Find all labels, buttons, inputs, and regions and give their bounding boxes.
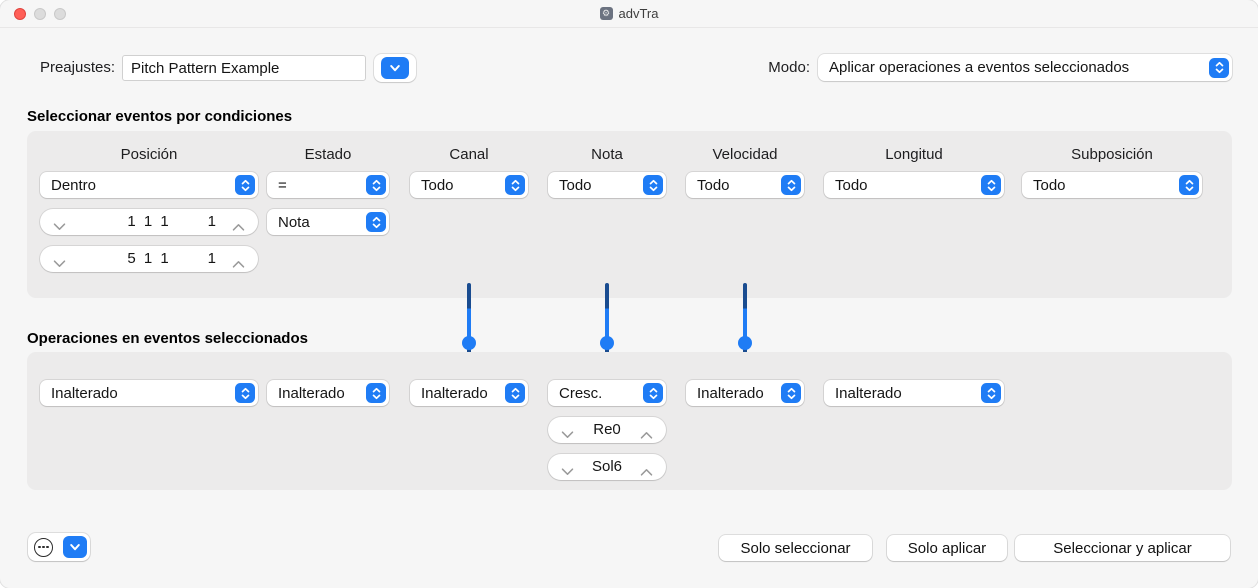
position-from-subvalue: 1 <box>207 213 216 230</box>
popup-chevrons-icon <box>366 212 386 232</box>
channel-condition-popup[interactable]: Todo <box>410 172 528 198</box>
status-operation-popup[interactable]: Inalterado <box>267 380 389 406</box>
velocity-connector-line <box>743 283 747 371</box>
column-header-velocity: Velocidad <box>712 146 778 163</box>
note-to-value: Sol6 <box>591 458 623 475</box>
popup-chevrons-icon <box>1209 57 1229 78</box>
close-button[interactable] <box>14 8 26 20</box>
position-condition-popup[interactable]: Dentro <box>40 172 258 198</box>
popup-chevrons-icon <box>643 383 663 403</box>
position-to-value: 5 1 1 <box>127 250 171 267</box>
select-and-apply-button[interactable]: Seleccionar y aplicar <box>1015 535 1230 561</box>
increment-icon[interactable] <box>232 218 245 236</box>
decrement-icon[interactable] <box>53 218 66 236</box>
popup-chevrons-icon <box>366 383 386 403</box>
select-only-button[interactable]: Solo seleccionar <box>719 535 872 561</box>
column-header-length: Longitud <box>885 146 943 163</box>
ellipsis-circle-icon <box>34 537 53 557</box>
popup-chevrons-icon <box>781 383 801 403</box>
popup-value: Todo <box>1033 176 1066 194</box>
popup-chevrons-icon <box>505 175 525 195</box>
note-operation-popup[interactable]: Cresc. <box>548 380 666 406</box>
popup-value: Inalterado <box>278 384 345 402</box>
popup-value: Cresc. <box>559 384 603 402</box>
popup-value: Todo <box>559 176 592 194</box>
channel-operation-popup[interactable]: Inalterado <box>410 380 528 406</box>
note-to-stepper[interactable]: Sol6 <box>548 454 666 480</box>
status-type-popup[interactable]: Nota <box>267 209 389 235</box>
increment-icon[interactable] <box>232 255 245 273</box>
decrement-icon[interactable] <box>561 463 574 481</box>
chevron-down-icon[interactable] <box>63 536 87 558</box>
channel-connector-dot <box>462 336 476 350</box>
length-operation-popup[interactable]: Inalterado <box>824 380 1004 406</box>
presets-menu-button[interactable] <box>374 54 416 82</box>
position-operation-popup[interactable]: Inalterado <box>40 380 258 406</box>
note-from-stepper[interactable]: Re0 <box>548 417 666 443</box>
velocity-condition-popup[interactable]: Todo <box>686 172 804 198</box>
position-from-stepper[interactable]: 1 1 1 1 <box>40 209 258 235</box>
note-from-value: Re0 <box>593 421 621 438</box>
popup-value: Inalterado <box>51 384 118 402</box>
minimize-button <box>34 8 46 20</box>
title-bar: ⚙ advTra <box>0 0 1258 28</box>
mode-popup-value: Aplicar operaciones a eventos selecciona… <box>829 59 1130 76</box>
operations-heading: Operaciones en eventos seleccionados <box>27 330 308 347</box>
popup-value: Inalterado <box>697 384 764 402</box>
column-header-channel: Canal <box>449 146 489 163</box>
window-title: advTra <box>618 6 659 21</box>
title-area: ⚙ advTra <box>0 0 1258 27</box>
popup-value: = <box>278 176 287 194</box>
popup-chevrons-icon <box>981 175 1001 195</box>
mode-popup[interactable]: Aplicar operaciones a eventos selecciona… <box>818 54 1232 81</box>
popup-value: Todo <box>697 176 730 194</box>
popup-chevrons-icon <box>505 383 525 403</box>
velocity-operation-popup[interactable]: Inalterado <box>686 380 804 406</box>
chevron-down-icon <box>381 57 409 79</box>
popup-chevrons-icon <box>366 175 386 195</box>
column-header-note: Nota <box>591 146 623 163</box>
popup-chevrons-icon <box>781 175 801 195</box>
increment-icon[interactable] <box>640 426 653 444</box>
popup-value: Inalterado <box>835 384 902 402</box>
popup-value: Todo <box>421 176 454 194</box>
position-to-stepper[interactable]: 5 1 1 1 <box>40 246 258 272</box>
zoom-button <box>54 8 66 20</box>
length-condition-popup[interactable]: Todo <box>824 172 1004 198</box>
popup-chevrons-icon <box>1179 175 1199 195</box>
popup-chevrons-icon <box>981 383 1001 403</box>
note-connector-dot <box>600 336 614 350</box>
column-header-status: Estado <box>304 146 352 163</box>
conditions-heading: Seleccionar eventos por condiciones <box>27 108 293 125</box>
position-from-value: 1 1 1 <box>127 213 171 230</box>
decrement-icon[interactable] <box>53 255 66 273</box>
presets-input[interactable] <box>122 55 366 81</box>
velocity-connector-dot <box>738 336 752 350</box>
note-connector-line <box>605 283 609 371</box>
popup-value: Inalterado <box>421 384 488 402</box>
popup-chevrons-icon <box>235 383 255 403</box>
presets-label: Preajustes: <box>39 59 115 76</box>
more-options-split-button[interactable] <box>28 533 90 561</box>
popup-value: Dentro <box>51 176 97 194</box>
apply-only-button[interactable]: Solo aplicar <box>887 535 1007 561</box>
decrement-icon[interactable] <box>561 426 574 444</box>
increment-icon[interactable] <box>640 463 653 481</box>
note-condition-popup[interactable]: Todo <box>548 172 666 198</box>
popup-chevrons-icon <box>235 175 255 195</box>
mode-label: Modo: <box>768 59 810 76</box>
column-header-position: Posición <box>120 146 178 163</box>
status-condition-popup[interactable]: = <box>267 172 389 198</box>
subposition-condition-popup[interactable]: Todo <box>1022 172 1202 198</box>
popup-value: Todo <box>835 176 868 194</box>
column-header-subposition: Subposición <box>1071 146 1153 163</box>
popup-value: Nota <box>278 213 310 231</box>
channel-connector-line <box>467 283 471 371</box>
document-proxy-icon: ⚙ <box>599 7 613 20</box>
popup-chevrons-icon <box>643 175 663 195</box>
position-to-subvalue: 1 <box>207 250 216 267</box>
